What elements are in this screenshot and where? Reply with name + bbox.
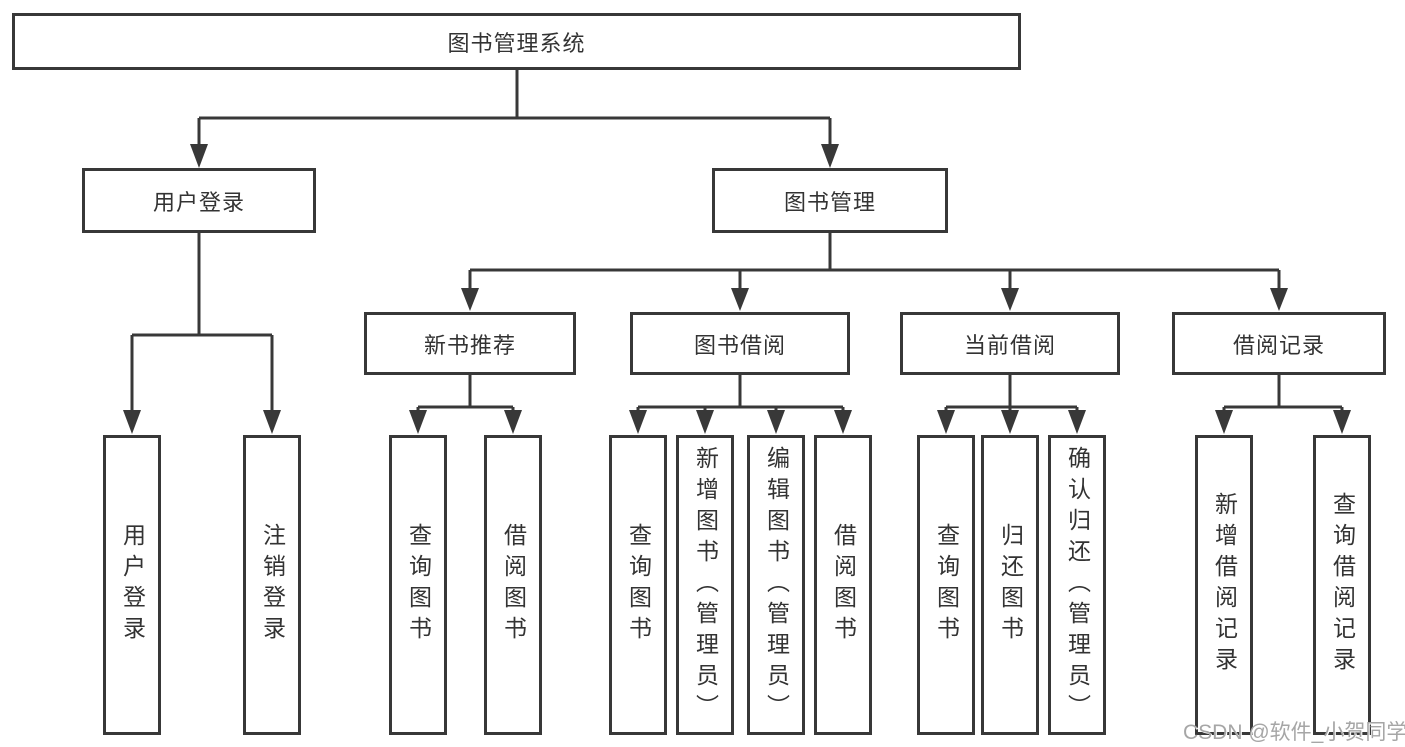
arrowheads (123, 144, 1351, 434)
connector-borrow-record-branch (1222, 375, 1344, 412)
leaf-record-add-label: 新增借阅记录 (1211, 492, 1238, 678)
leaf-record-query-label: 查询借阅记录 (1329, 492, 1356, 678)
root-node-label: 图书管理系统 (447, 30, 586, 56)
branch-user-login-label: 用户登录 (152, 189, 245, 215)
leaf-logout-node: 注销登录 (243, 435, 301, 735)
leaf-borrow-query-label: 查询图书 (625, 523, 652, 647)
leaf-newbook-query-label: 查询图书 (405, 523, 432, 647)
leaf-borrow-add-label: 新增图书（管理员） (692, 445, 719, 725)
leaf-current-query-node: 查询图书 (917, 435, 975, 735)
branch-current-borrow-node: 当前借阅 (900, 312, 1120, 375)
connector-user-login-branch (130, 233, 274, 412)
leaf-newbook-borrow-label: 借阅图书 (500, 523, 527, 647)
leaf-borrow-query-node: 查询图书 (609, 435, 667, 735)
leaf-borrow-book-label: 借阅图书 (830, 523, 857, 647)
leaf-record-add-node: 新增借阅记录 (1195, 435, 1253, 735)
leaf-newbook-borrow-node: 借阅图书 (484, 435, 542, 735)
branch-book-borrow-node: 图书借阅 (630, 312, 850, 375)
leaf-record-query-node: 查询借阅记录 (1313, 435, 1371, 735)
leaf-logout-label: 注销登录 (259, 523, 286, 647)
branch-book-borrow-label: 图书借阅 (693, 332, 786, 358)
branch-new-book-label: 新书推荐 (423, 332, 516, 358)
watermark: CSDN @软件_小贺同学 (1183, 721, 1405, 744)
leaf-current-return-label: 归还图书 (997, 523, 1024, 647)
branch-new-book-node: 新书推荐 (364, 312, 576, 375)
leaf-borrow-add-node: 新增图书（管理员） (676, 435, 734, 735)
branch-user-login-node: 用户登录 (82, 168, 316, 233)
leaf-newbook-query-node: 查询图书 (389, 435, 447, 735)
leaf-borrow-edit-node: 编辑图书（管理员） (747, 435, 805, 735)
connector-new-book-branch (416, 375, 515, 412)
connector-book-borrow-branch (636, 375, 845, 412)
branch-borrow-record-node: 借阅记录 (1172, 312, 1386, 375)
branch-book-mgmt-node: 图书管理 (712, 168, 948, 233)
leaf-current-return-node: 归还图书 (981, 435, 1039, 735)
connector-root-to-level1 (197, 68, 832, 146)
branch-current-borrow-label: 当前借阅 (963, 332, 1056, 358)
leaf-borrow-book-node: 借阅图书 (814, 435, 872, 735)
leaf-current-confirm-node: 确认归还（管理员） (1048, 435, 1106, 735)
leaf-current-query-label: 查询图书 (933, 523, 960, 647)
leaf-current-confirm-label: 确认归还（管理员） (1064, 445, 1091, 725)
connector-book-mgmt-to-level2 (468, 233, 1281, 290)
connector-current-borrow-branch (944, 375, 1079, 412)
branch-borrow-record-label: 借阅记录 (1232, 332, 1325, 358)
root-node: 图书管理系统 (12, 13, 1021, 70)
leaf-user-login-node: 用户登录 (103, 435, 161, 735)
leaf-user-login-label: 用户登录 (119, 523, 146, 647)
leaf-borrow-edit-label: 编辑图书（管理员） (763, 445, 790, 725)
branch-book-mgmt-label: 图书管理 (783, 189, 876, 215)
